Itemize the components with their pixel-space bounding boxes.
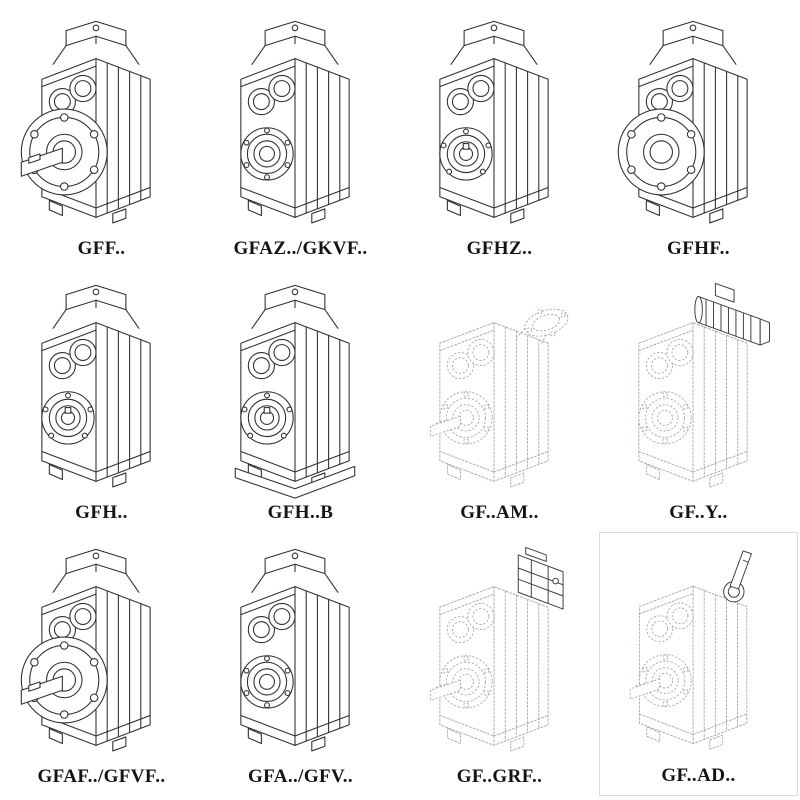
gearbox-cell: GFH.. <box>2 268 201 532</box>
gearbox-drawing-flange-hollow-shaft-icon <box>617 20 748 224</box>
gearbox-drawing-shaft-mounted-icon <box>240 20 350 224</box>
gearbox-label: GFF.. <box>77 238 126 259</box>
gearbox-drawing-flange-solid-shaft-icon <box>20 548 151 752</box>
gearbox-label: GFH.. <box>75 502 128 523</box>
gearbox-label: GFHZ.. <box>466 238 533 259</box>
gearbox-drawing-hollow-shaft-icon <box>439 20 549 224</box>
gearbox-label: GFAF../GFVF.. <box>37 766 166 787</box>
gearbox-drawing-flange-solid-shaft-icon <box>20 20 151 224</box>
gearbox-drawing-integral-motor-phantom-icon <box>638 283 770 488</box>
gearbox-cell: GFH..B <box>201 268 400 532</box>
gearbox-label: GFH..B <box>267 502 334 523</box>
gearbox-drawing-hollow-shaft-icon <box>41 284 151 488</box>
gearbox-cell: GF..AM.. <box>400 268 599 532</box>
gearbox-label: GFA../GFV.. <box>247 766 354 787</box>
gearbox-label: GFAZ../GKVF.. <box>233 238 368 259</box>
gearbox-cell: GFHZ.. <box>400 4 599 268</box>
gearbox-cell: GFAF../GFVF.. <box>2 532 201 796</box>
gearbox-cell: GF..GRF.. <box>400 532 599 796</box>
gearbox-cell: GF..Y.. <box>599 268 798 532</box>
gearbox-label: GF..Y.. <box>669 502 728 523</box>
gearbox-cell: GFAZ../GKVF.. <box>201 4 400 268</box>
gearbox-label: GF..AM.. <box>460 502 539 523</box>
gearbox-cell: GF..AD.. <box>599 532 798 796</box>
gearbox-label: GFHF.. <box>667 238 730 259</box>
gearbox-cell: GFHF.. <box>599 4 798 268</box>
gearbox-drawing-shaft-mounted-icon <box>240 548 350 752</box>
gearbox-drawing-input-adapter-phantom-icon <box>429 547 564 752</box>
gearbox-label: GF..GRF.. <box>456 766 543 787</box>
gearbox-cell: GFA../GFV.. <box>201 532 400 796</box>
gearbox-cell: GFF.. <box>2 4 201 268</box>
gearbox-label: GF..AD.. <box>661 765 736 786</box>
gearbox-drawing-motor-adapter-phantom-icon <box>429 303 572 488</box>
gearbox-drawing-hollow-shaft-base-icon <box>234 284 356 499</box>
gearbox-drawing-input-shaft-adapter-phantom-icon <box>629 550 752 750</box>
